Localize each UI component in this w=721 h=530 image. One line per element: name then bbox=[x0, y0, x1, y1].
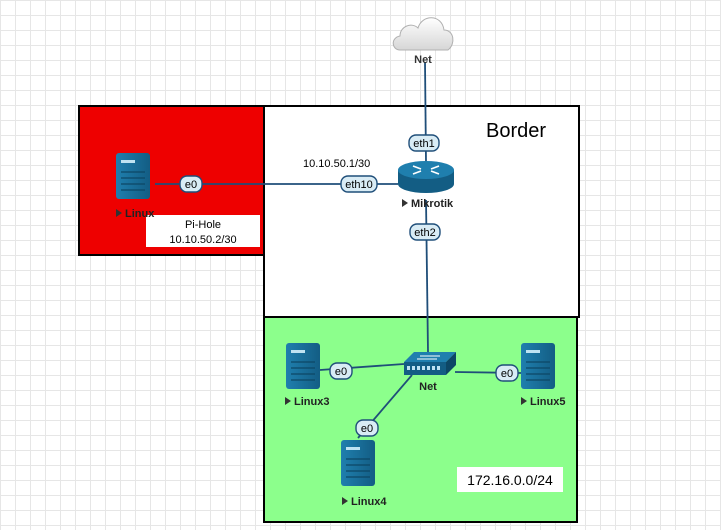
play-marker-icon bbox=[285, 397, 291, 405]
linux5-label: Linux5 bbox=[530, 396, 565, 408]
switch-icon bbox=[404, 352, 456, 375]
linux4-label: Linux4 bbox=[351, 496, 387, 508]
pihole-note-line1: Pi-Hole bbox=[185, 219, 221, 231]
play-marker-icon bbox=[521, 397, 527, 405]
border-zone-title: Border bbox=[486, 120, 546, 142]
port-linux4-e0-label: e0 bbox=[361, 423, 373, 435]
port-eth2-label: eth2 bbox=[414, 227, 435, 239]
play-marker-icon bbox=[402, 199, 408, 207]
linux4-node[interactable]: Linux4 bbox=[341, 440, 387, 508]
cloud-node[interactable]: Net bbox=[392, 17, 454, 66]
linux3-node[interactable]: Linux3 bbox=[285, 343, 329, 408]
pihole-server-node[interactable]: Linux bbox=[116, 153, 155, 220]
lan-subnet-box bbox=[457, 467, 563, 492]
switch-label: Net bbox=[419, 381, 437, 393]
port-pihole-e0-label: e0 bbox=[185, 179, 197, 191]
linux3-label: Linux3 bbox=[294, 396, 329, 408]
play-marker-icon bbox=[342, 497, 348, 505]
router-icon bbox=[398, 161, 454, 193]
pihole-note-box bbox=[146, 215, 260, 247]
cloud-label: Net bbox=[414, 54, 432, 66]
lan-subnet-label: 172.16.0.0/24 bbox=[467, 472, 553, 488]
port-linux3-e0[interactable]: e0 bbox=[329, 362, 353, 380]
port-linux3-e0-label: e0 bbox=[335, 366, 347, 378]
pihole-note-line2: 10.10.50.2/30 bbox=[169, 234, 236, 246]
port-linux5-e0[interactable]: e0 bbox=[495, 364, 519, 382]
switch-node[interactable]: Net bbox=[404, 352, 456, 393]
server-icon bbox=[286, 343, 320, 389]
port-pihole-e0[interactable]: e0 bbox=[179, 175, 203, 193]
server-icon bbox=[341, 440, 375, 486]
router-eth10-address: 10.10.50.1/30 bbox=[303, 158, 370, 170]
router-label: Mikrotik bbox=[411, 198, 454, 210]
linux5-node[interactable]: Linux5 bbox=[521, 343, 565, 408]
pihole-server-label: Linux bbox=[125, 208, 155, 220]
port-eth10-label: eth10 bbox=[345, 179, 373, 191]
server-icon bbox=[521, 343, 555, 389]
router-node[interactable]: Mikrotik bbox=[398, 161, 454, 210]
play-marker-icon bbox=[116, 209, 122, 217]
port-eth1-label: eth1 bbox=[413, 138, 434, 150]
port-eth1[interactable]: eth1 bbox=[408, 134, 440, 152]
port-linux5-e0-label: e0 bbox=[501, 368, 513, 380]
server-icon bbox=[116, 153, 150, 199]
cloud-icon bbox=[392, 17, 454, 51]
port-eth10[interactable]: eth10 bbox=[340, 175, 378, 193]
port-eth2[interactable]: eth2 bbox=[409, 223, 441, 241]
port-linux4-e0[interactable]: e0 bbox=[355, 419, 379, 437]
